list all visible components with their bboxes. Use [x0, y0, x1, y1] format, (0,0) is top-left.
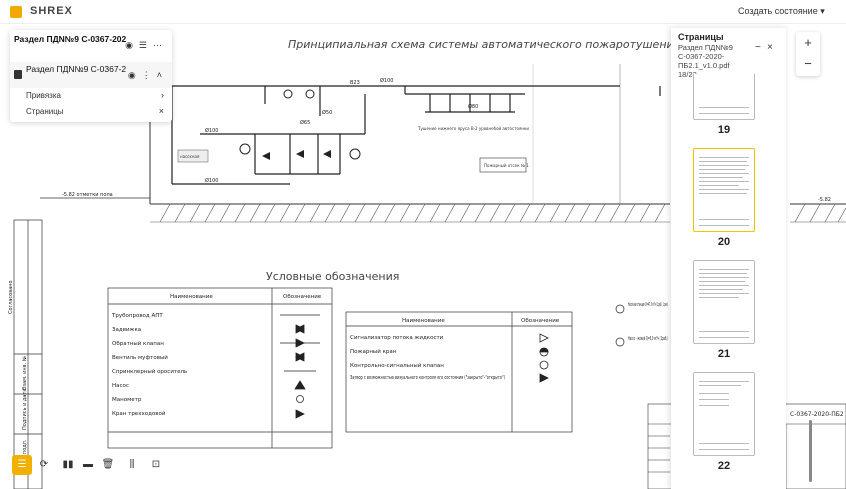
legend-left-col-symbol: Обозначение	[283, 294, 322, 300]
legend-left-row-2: Задвижка	[112, 327, 141, 333]
legend-right-row-4: Затвор с возможностью визуального контро…	[350, 375, 505, 381]
menu-item-binding[interactable]: Привязка ›	[10, 88, 172, 104]
note-1: Насосная станция Q=47,5 м³/ч (1раб, 1 ре…	[628, 301, 668, 308]
more-icon[interactable]: ⋯	[153, 40, 168, 50]
page-thumb-19[interactable]: 19	[693, 74, 755, 136]
drawing-title: Принципиальная схема системы автоматичес…	[288, 38, 777, 51]
zoom-in-button[interactable]: +	[804, 35, 812, 50]
pages-list[interactable]: 19 20 21	[671, 74, 786, 489]
page-thumb-21[interactable]: 21	[693, 260, 755, 360]
pump-room-box	[177, 149, 209, 163]
file-title-version: Раздел ПДN№9 С-0367-202 0-ПБ2.1_v1.0.pdf	[26, 64, 126, 74]
fire-compartment-label: Пожарный отсек № 1	[484, 163, 529, 168]
legend-title: Условные обозначения	[266, 270, 399, 283]
legend-left-row-5: Спринклерный ороситель	[112, 368, 187, 375]
legend-left-row-4: Вентиль муфтовый	[112, 354, 168, 361]
legend-left-row-6: Насос	[112, 383, 129, 389]
chevron-right-icon: ›	[161, 90, 164, 100]
nozzle-label: Тушение нижнего яруса В-2 уровнебой авто…	[417, 126, 529, 131]
side-label-3: Подпись и дата	[22, 389, 28, 430]
pipe-label-7: Ø65	[300, 119, 310, 126]
legend-right-row-1: Сигнализатор потока жидкости	[350, 335, 444, 341]
file-row-main[interactable]: Раздел ПДN№9 С-0367-202 0-ПБ2.1_v1.0.pdf…	[10, 32, 172, 60]
split-view-icon[interactable]: ▮▮	[62, 459, 74, 470]
page-number: 20	[717, 236, 731, 248]
stamp-text: С-0367-2020-ПБ2	[790, 411, 844, 418]
create-state-button[interactable]: Создать состояние ▾	[738, 6, 825, 16]
legend-right-row-2: Пожарный кран	[350, 348, 397, 355]
pump-room-label: насосная	[180, 154, 200, 159]
pages-header: Страницы Раздел ПДN№9 С-0367-2020-ПБ2.1_…	[671, 28, 786, 79]
legend-left-row-3: Обратный клапан	[112, 340, 164, 347]
legend-left-row-8: Кран трехходовой	[112, 410, 166, 417]
minimize-icon[interactable]: −	[755, 42, 761, 53]
page-number: 19	[717, 124, 731, 136]
legend-right-col-name: Наименование	[402, 318, 445, 324]
page-number: 21	[717, 348, 731, 360]
level-left-label: -5.82 отметки пола	[62, 192, 113, 198]
pages-panel: Страницы Раздел ПДN№9 С-0367-2020-ПБ2.1_…	[671, 28, 786, 489]
legend-left-symbols	[280, 314, 320, 419]
pipe-label-1: Ø100	[380, 77, 393, 84]
pipe-label-6: Ø50	[322, 109, 332, 116]
legend-left-row-7: Манометр	[112, 397, 142, 403]
view-tool-icon[interactable]: ▬	[83, 459, 93, 470]
page-thumbnail[interactable]	[693, 260, 755, 344]
page-thumbnail[interactable]	[693, 372, 755, 456]
fire-compartment-box	[479, 157, 527, 173]
kebab-icon[interactable]: ⋮	[141, 70, 157, 80]
page-thumbnail-selected[interactable]	[693, 148, 755, 232]
pipe-label-4: Ø100	[205, 127, 218, 134]
pipe-label-2: В23	[350, 80, 360, 86]
pipe-label-3: Ø80	[468, 103, 478, 110]
top-bar: SHREX Создать состояние ▾	[0, 0, 846, 24]
legend-left-table	[107, 287, 333, 449]
brand-name: SHREX	[30, 5, 73, 17]
left-title-strip	[13, 219, 43, 489]
close-icon[interactable]: ×	[158, 106, 164, 116]
legend-left-col-name: Наименование	[170, 294, 213, 300]
legend-left-row-1: Трубопровод АПТ	[111, 313, 163, 319]
pipe-network	[171, 85, 661, 185]
note-2: Насос - жокей Q=6,0 м³/ч (1раб.)	[628, 335, 668, 342]
menu-pages-label: Страницы	[26, 107, 64, 116]
zoom-controls: + −	[796, 32, 820, 76]
ground-hatch	[150, 203, 846, 223]
fit-screen-icon[interactable]: ⊡	[151, 459, 161, 470]
pages-title: Страницы	[678, 32, 724, 42]
page-number: 22	[717, 460, 731, 472]
chevron-up-icon[interactable]: ˄	[156, 70, 168, 80]
pipe-label-5: Ø100	[205, 177, 218, 184]
compare-icon[interactable]: ⫼	[129, 459, 135, 470]
eye-icon[interactable]: ◉	[125, 40, 139, 50]
legend-right-row-3: Контрольно-сигнальный клапан	[350, 362, 444, 369]
eye-icon[interactable]: ◉	[127, 70, 142, 80]
menu-item-pages[interactable]: Страницы ×	[10, 104, 172, 120]
brand-logo-icon	[10, 6, 22, 18]
file-panel: Раздел ПДN№9 С-0367-202 0-ПБ2.1_v1.0.pdf…	[10, 30, 172, 122]
legend-right-table	[345, 311, 573, 433]
menu-binding-label: Привязка	[26, 91, 61, 100]
file-icon	[14, 70, 22, 79]
pages-file-name: Раздел ПДN№9 С-0367-2020-ПБ2.1_v1.0.pdf …	[678, 43, 733, 79]
page-thumbnail[interactable]	[693, 74, 755, 120]
page-thumb-22[interactable]: 22	[693, 372, 755, 472]
select-tool-icon[interactable]: ☰	[12, 455, 32, 475]
delete-icon[interactable]: 🗑	[101, 459, 115, 470]
pumps	[239, 89, 361, 160]
level-right-label: -5.82	[818, 197, 831, 203]
pages-scrollbar[interactable]	[809, 420, 812, 482]
legend-right-col-symbol: Обозначение	[521, 318, 560, 324]
page-thumb-20[interactable]: 20	[693, 148, 755, 248]
file-row-version[interactable]: Раздел ПДN№9 С-0367-202 0-ПБ2.1_v1.0.pdf…	[10, 62, 172, 88]
close-icon[interactable]: ×	[767, 42, 773, 53]
file-title-main: Раздел ПДN№9 С-0367-202 0-ПБ2.1_v1.0.pdf	[14, 34, 126, 44]
layers-icon[interactable]: ☰	[138, 40, 153, 50]
legend-right-symbols	[539, 333, 549, 383]
zoom-out-button[interactable]: −	[804, 56, 812, 71]
rotate-tool-icon[interactable]: ⟳	[39, 459, 49, 470]
side-label-2: Взам. инв. №	[22, 355, 28, 390]
side-label-1: Согласовано	[8, 280, 14, 314]
